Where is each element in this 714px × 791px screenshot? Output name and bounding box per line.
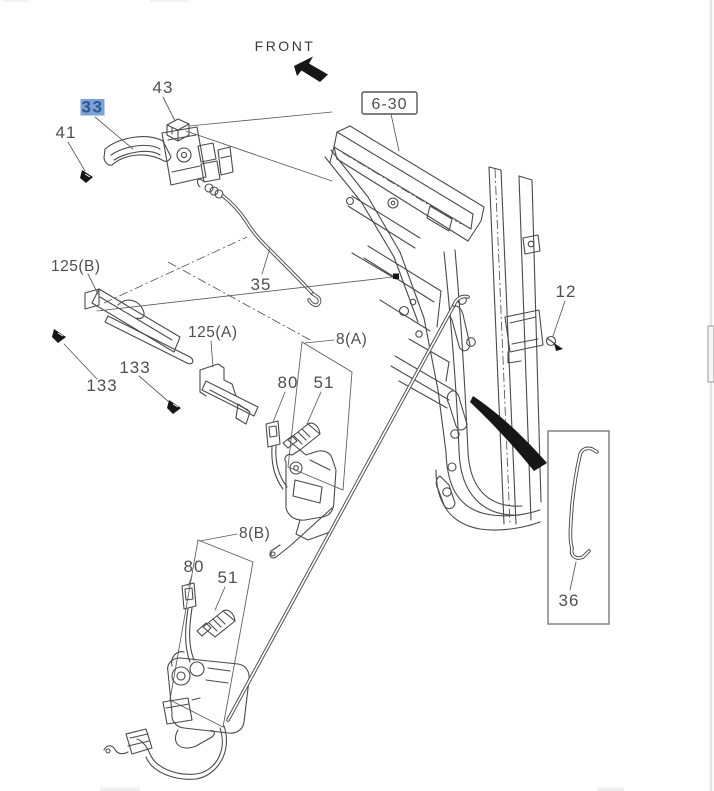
part-label-125b[interactable]: 125(B) xyxy=(51,258,101,275)
part-label-51a[interactable]: 51 xyxy=(314,373,335,392)
front-direction-indicator: FRONT xyxy=(255,38,328,82)
part-label-133-right[interactable]: 133 xyxy=(119,358,150,377)
part-label-35[interactable]: 35 xyxy=(251,275,272,294)
screw-133-right-icon xyxy=(167,400,181,414)
long-lock-rod xyxy=(226,294,470,722)
outside-handle-assembly xyxy=(80,118,322,307)
reference-box-6-30[interactable]: 6-30 xyxy=(361,91,418,152)
part-label-43[interactable]: 43 xyxy=(153,78,174,97)
latch-assembly-8a xyxy=(265,339,353,559)
part-label-133-left[interactable]: 133 xyxy=(86,376,117,395)
screw-41-icon xyxy=(80,170,93,183)
screw-133-left-icon xyxy=(52,329,66,343)
part-labels: 43 33 41 35 125(B) 133 133 125(A) 8(A) 8… xyxy=(51,78,580,610)
front-arrow-icon xyxy=(294,56,328,82)
mount-hole-marker xyxy=(393,273,399,279)
part-label-51b[interactable]: 51 xyxy=(218,568,239,587)
inset-box-36 xyxy=(547,430,610,625)
front-label: FRONT xyxy=(255,38,316,54)
screw-12-icon xyxy=(545,335,557,347)
connector-80a-icon xyxy=(265,420,281,448)
switch-51b-icon xyxy=(202,610,236,638)
page-edge-artifacts xyxy=(3,0,714,791)
flow-arrow-icon xyxy=(470,396,547,471)
part-label-33[interactable]: 33 xyxy=(82,98,104,117)
leader-lines xyxy=(63,96,566,611)
cropped-right-edge-box xyxy=(707,325,714,383)
part-label-41[interactable]: 41 xyxy=(56,123,77,142)
part-label-125a[interactable]: 125(A) xyxy=(188,324,238,341)
part-label-80b[interactable]: 80 xyxy=(184,557,205,576)
part-label-80a[interactable]: 80 xyxy=(278,373,299,392)
part-label-8b[interactable]: 8(B) xyxy=(239,525,270,542)
reference-box-label[interactable]: 6-30 xyxy=(371,96,407,113)
part-label-12[interactable]: 12 xyxy=(556,282,577,301)
part-label-36[interactable]: 36 xyxy=(559,591,580,610)
actuator-assembly-8b xyxy=(103,533,254,780)
door-panel-drawing xyxy=(324,125,542,531)
clip-43-icon xyxy=(166,118,190,142)
bracket-125b-assembly xyxy=(52,288,194,414)
part-label-33-highlight[interactable] xyxy=(80,99,105,116)
harness-plug-icon xyxy=(125,728,153,755)
part-label-8a[interactable]: 8(A) xyxy=(336,331,367,348)
bracket-125a-assembly xyxy=(199,363,259,425)
striker-plate-assembly xyxy=(504,309,563,364)
connector-80b-icon xyxy=(181,582,197,610)
